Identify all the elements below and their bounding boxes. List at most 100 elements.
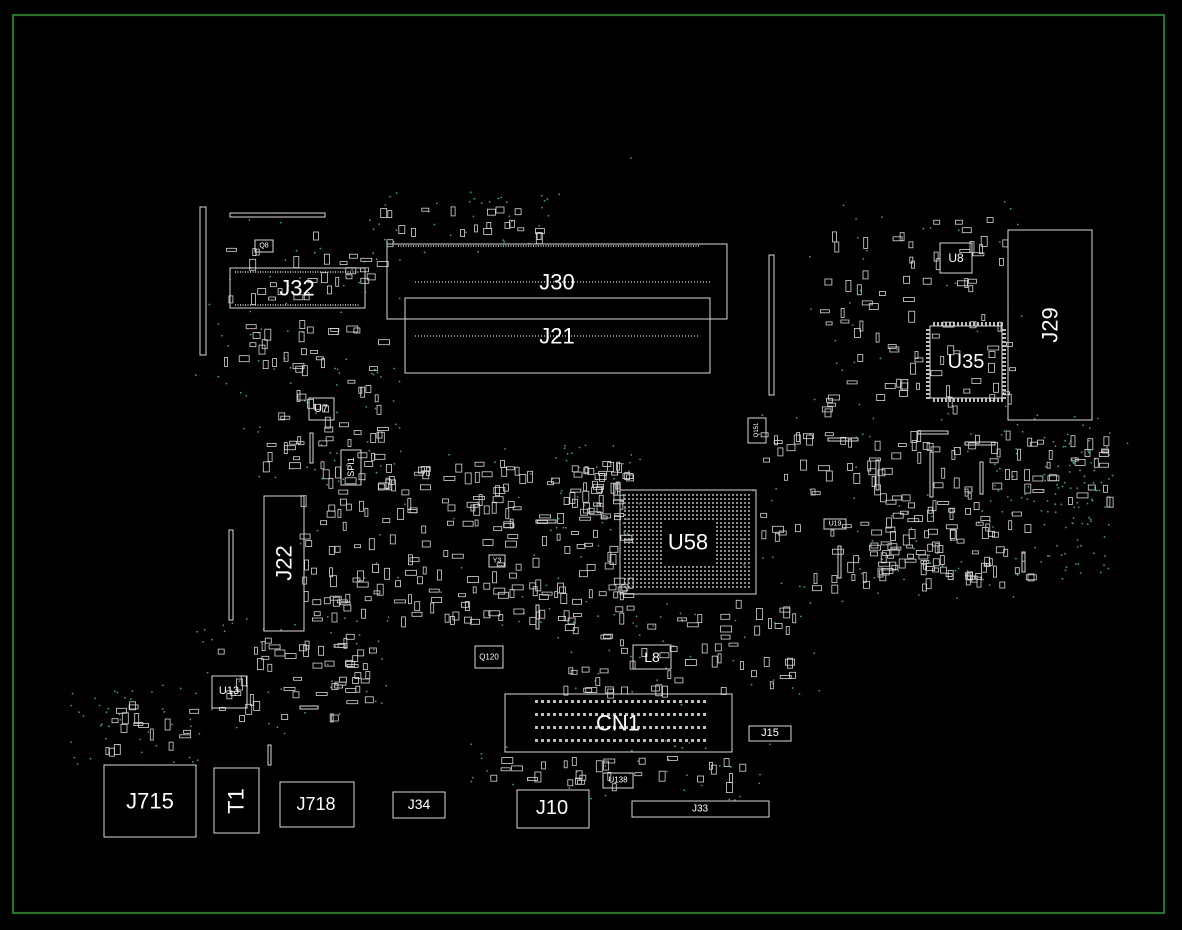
smd-part: [529, 582, 537, 590]
smd-part: [299, 533, 311, 540]
smd-part: [378, 482, 390, 490]
component-l8[interactable]: [632, 644, 672, 670]
smd-part: [890, 548, 900, 556]
smd-part: [904, 558, 917, 563]
component-cn1[interactable]: [504, 693, 733, 753]
smd-part: [795, 524, 801, 533]
connector-strip[interactable]: [228, 529, 234, 621]
smd-part: [422, 470, 430, 480]
smd-part: [889, 346, 900, 353]
component-y3[interactable]: [488, 554, 506, 568]
smd-part: [464, 601, 470, 611]
smd-part: [462, 520, 474, 527]
resistor-array[interactable]: [299, 705, 319, 710]
smd-part: [1106, 496, 1111, 508]
component-j33[interactable]: [631, 800, 770, 818]
smd-part: [339, 498, 347, 506]
component-u19[interactable]: [823, 518, 847, 530]
resistor-array[interactable]: [535, 604, 540, 630]
smd-part: [598, 470, 608, 476]
smd-part: [129, 701, 137, 711]
smd-part: [304, 559, 310, 571]
resistor-array[interactable]: [535, 519, 557, 524]
smd-part: [563, 760, 568, 769]
smd-part: [539, 609, 546, 619]
smd-part: [252, 248, 257, 257]
component-j15[interactable]: [748, 725, 792, 742]
resistor-array[interactable]: [979, 461, 984, 495]
component-j715[interactable]: [103, 764, 197, 838]
component-u58[interactable]: [619, 489, 757, 595]
smd-part: [1046, 461, 1051, 469]
smd-part: [968, 285, 974, 293]
smd-part: [352, 677, 360, 684]
label-j715: J715: [126, 789, 174, 814]
component-u8[interactable]: [939, 242, 973, 274]
resistor-array[interactable]: [267, 744, 272, 766]
smd-part: [641, 648, 648, 657]
component-q120[interactable]: [474, 645, 504, 669]
smd-part: [452, 611, 460, 621]
smd-part: [591, 487, 602, 494]
component-j21[interactable]: [404, 297, 711, 374]
component-t1[interactable]: [213, 767, 260, 834]
resistor-array[interactable]: [309, 432, 314, 464]
smd-part: [517, 227, 525, 232]
smd-part: [149, 728, 154, 741]
component-j10[interactable]: [516, 789, 590, 829]
connector-strip[interactable]: [199, 206, 207, 356]
resistor-array[interactable]: [837, 545, 842, 579]
smd-part: [832, 231, 837, 243]
smd-part: [572, 598, 582, 605]
smd-part: [478, 494, 483, 507]
label-u138: U138: [608, 776, 628, 785]
smd-part: [870, 542, 879, 549]
resistor-array[interactable]: [929, 451, 934, 498]
smd-part: [785, 658, 795, 666]
component-j718[interactable]: [279, 781, 355, 828]
smd-part: [999, 581, 1006, 589]
smd-part: [981, 527, 989, 539]
smd-part: [245, 324, 257, 330]
smd-part: [358, 473, 366, 481]
smd-part: [563, 685, 569, 696]
component-q8[interactable]: [254, 239, 274, 253]
smd-part: [614, 515, 621, 521]
smd-part: [1070, 435, 1076, 448]
component-u35[interactable]: [929, 325, 1003, 399]
component-j30[interactable]: [386, 243, 728, 320]
resistor-array[interactable]: [827, 437, 859, 442]
component-u7[interactable]: [308, 397, 335, 421]
smd-part: [511, 765, 524, 772]
component-j22[interactable]: [263, 495, 305, 632]
component-spi1[interactable]: [340, 449, 362, 486]
smd-part: [411, 611, 423, 617]
smd-part: [1087, 484, 1096, 491]
smd-part: [881, 467, 893, 475]
component-u138[interactable]: [602, 772, 634, 789]
component-q151[interactable]: [747, 417, 767, 444]
component-j34[interactable]: [392, 791, 446, 819]
resistor-array[interactable]: [1021, 551, 1026, 573]
smd-part: [360, 386, 366, 398]
smd-part: [252, 332, 261, 339]
smd-part: [851, 574, 856, 581]
component-u13[interactable]: [211, 675, 248, 709]
smd-part: [901, 494, 911, 502]
resistor-array[interactable]: [964, 441, 996, 446]
component-j29[interactable]: [1007, 229, 1093, 421]
smd-part: [881, 568, 894, 574]
resistor-array[interactable]: [875, 459, 880, 491]
connector-strip[interactable]: [768, 254, 775, 396]
smd-part: [497, 591, 509, 599]
smd-part: [483, 227, 493, 235]
smd-part: [622, 473, 634, 480]
connector-strip[interactable]: [229, 212, 326, 218]
board-outline: [12, 14, 1165, 914]
smd-part: [598, 494, 604, 507]
smd-part: [337, 643, 348, 648]
smd-part: [988, 558, 993, 567]
resistor-array[interactable]: [917, 430, 949, 435]
smd-part: [567, 779, 574, 787]
